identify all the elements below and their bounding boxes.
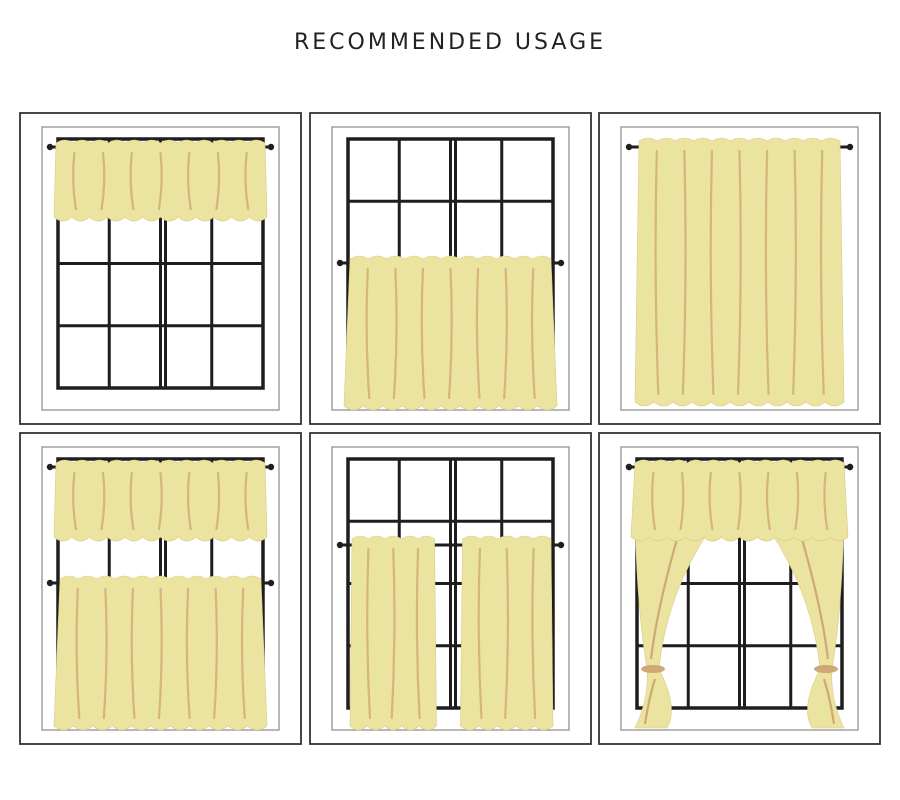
fold-shade [415,547,421,720]
rod-finial [846,143,854,151]
fold-shade [447,267,453,400]
tieback-curtain-right [761,518,845,729]
fold-shade [681,149,687,396]
fold-shade [240,587,246,720]
fold-shade [819,149,825,396]
fold-shade [365,267,371,400]
fold-shade [477,547,483,720]
fold-shade [649,538,679,660]
fold-shade [157,151,163,211]
fold-shade [244,471,250,531]
rod-finial [336,541,344,549]
rod-finial [267,579,275,587]
panel-inner-border [331,446,570,731]
rod-finial [846,463,854,471]
cafe-panel-right [460,535,554,731]
fold-shade [186,471,192,531]
fold-shade [72,471,77,531]
fold-shade [800,538,830,660]
rod-finial [336,259,344,267]
usage-panel-valance-only [19,112,302,425]
page-title: RECOMMENDED USAGE [293,30,607,55]
fold-shade [75,587,81,720]
fold-shade [72,151,77,211]
fold-shade [651,471,656,531]
fold-shade [392,267,398,400]
fold-shade [102,587,108,720]
fold-shade [765,471,771,531]
usage-panel-valance-and-tier [19,432,302,745]
rod-finial [557,541,565,549]
fold-shade [100,151,106,211]
rod-finial [625,463,633,471]
fold-shade [504,547,510,720]
fold-shade [708,471,714,531]
rod-finial [46,143,54,151]
fold-shade [186,151,192,211]
usage-panel-cafe-tier [309,112,592,425]
panel-inner-border [620,126,859,411]
fold-shade [530,267,536,400]
fold-shade [129,151,135,211]
usage-panel-valance-with-tiebacks [598,432,881,745]
fold-shade [213,587,218,720]
cafe-panel-left [349,535,437,731]
tieback-band [641,665,665,673]
rod-finial [557,259,565,267]
fold-shade [475,267,481,400]
rod-finial [46,579,54,587]
rod-finial [625,143,633,151]
fold-shade [157,471,163,531]
fold-shade [736,471,742,531]
panel-inner-border [41,126,280,411]
fold-shade [215,151,221,211]
full-length-curtain [634,137,845,407]
valance-curtain [53,459,268,542]
tieback-curtain-left [634,518,718,729]
fold-shade [157,587,163,720]
fold-shade [709,149,715,396]
fold-shade [822,678,836,725]
fold-shade [794,471,800,531]
rod-finial [267,143,275,151]
fold-shade [503,267,508,400]
valance-curtain [630,459,849,542]
fold-shade [129,471,135,531]
fold-shade [679,471,685,531]
tieback-band [814,665,838,673]
fold-shade [654,149,660,396]
fold-shade [420,267,426,400]
rod-finial [46,463,54,471]
fold-shade [531,547,537,720]
valance-curtain [53,139,268,222]
fold-shade [643,678,657,725]
usage-panel-full-length [598,112,881,425]
fold-shade [130,587,136,720]
rod-finial [267,463,275,471]
fold-shade [366,547,372,720]
fold-shade [390,547,396,720]
fold-shade [185,587,191,720]
fold-shade [100,471,106,531]
panel-inner-border [620,446,859,731]
fold-shade [215,471,221,531]
fold-shade [792,149,797,396]
fold-shade [736,149,742,396]
fold-shade [764,149,770,396]
fold-shade [244,151,250,211]
fold-shade [823,471,829,531]
usage-panel-two-cafe-panels [309,432,592,745]
